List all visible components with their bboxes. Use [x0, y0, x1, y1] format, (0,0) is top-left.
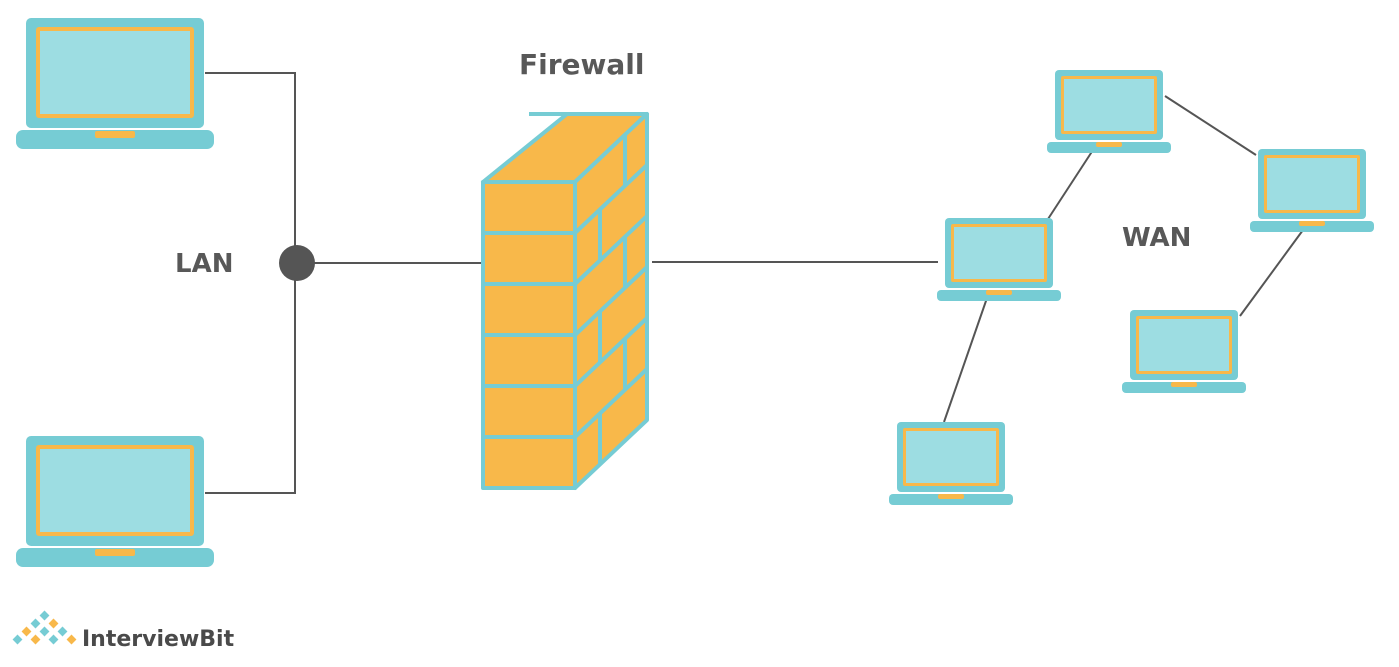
wan-label: WAN: [1122, 223, 1191, 253]
wan-laptop-icon-lower-right: [1122, 310, 1246, 393]
lan-label: LAN: [175, 249, 233, 279]
lan-connection-lines: [205, 72, 487, 494]
firewall-wall-icon: [481, 112, 649, 490]
firewall-label: Firewall: [519, 48, 644, 81]
lan-hub-node: [279, 245, 315, 281]
interviewbit-logo: InterviewBit: [12, 610, 235, 652]
lan-laptop-icon-bottom: [16, 436, 214, 567]
logo-mark-icon: [12, 610, 77, 645]
wan-laptop-icon-center: [937, 218, 1061, 301]
wan-laptop-icon-right: [1250, 149, 1374, 232]
wan-laptop-icon-bottom: [889, 422, 1013, 505]
wan-connection-lines: [943, 95, 1304, 423]
lan-laptop-icon-top: [16, 18, 214, 149]
wan-laptop-icon-top: [1047, 70, 1171, 153]
logo-text: InterviewBit: [82, 627, 235, 652]
